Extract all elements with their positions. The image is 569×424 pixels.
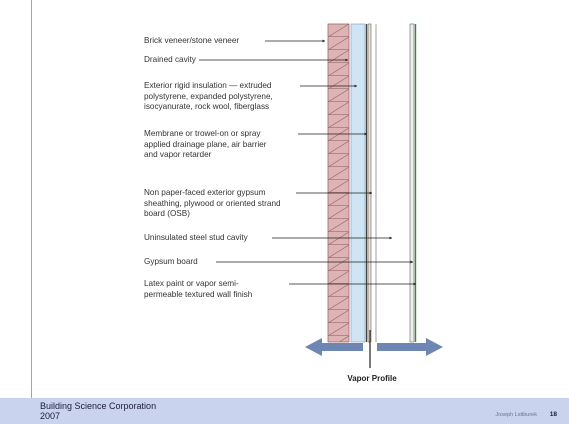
wall-section-diagram (199, 23, 443, 368)
vapor-arrow-left (305, 338, 363, 356)
sheathing-layer (367, 23, 372, 343)
vapor-arrow-right (377, 338, 443, 356)
label-brick-veneer: Brick veneer/stone veneer (144, 36, 240, 45)
footer-organization: Building Science Corporation 2007 (40, 401, 157, 421)
label-rigid-insulation: Exterior rigid insulation — extruded pol… (144, 81, 273, 111)
label-membrane: Membrane or trowel-on or spray applied d… (144, 129, 267, 159)
footer-author: Joseph Lstiburek (495, 412, 537, 418)
label-steel-stud-cavity: Uninsulated steel stud cavity (144, 233, 248, 242)
brick-veneer-layer (327, 23, 350, 343)
label-gypsum-board: Gypsum board (144, 257, 198, 266)
label-sheathing: Non paper-faced exterior gypsum sheathin… (144, 188, 281, 218)
vapor-profile-label: Vapor Profile (347, 374, 397, 383)
slide-left-rule (31, 0, 32, 398)
footer-bar: Building Science Corporation 2007 Joseph… (0, 398, 569, 424)
label-drained-cavity: Drained cavity (144, 55, 196, 64)
label-wall-finish: Latex paint or vapor semi- permeable tex… (144, 279, 253, 299)
footer-page-number: 18 (549, 411, 557, 418)
gypsum-board-layer (409, 23, 415, 343)
rigid-insulation-layer (350, 23, 366, 343)
